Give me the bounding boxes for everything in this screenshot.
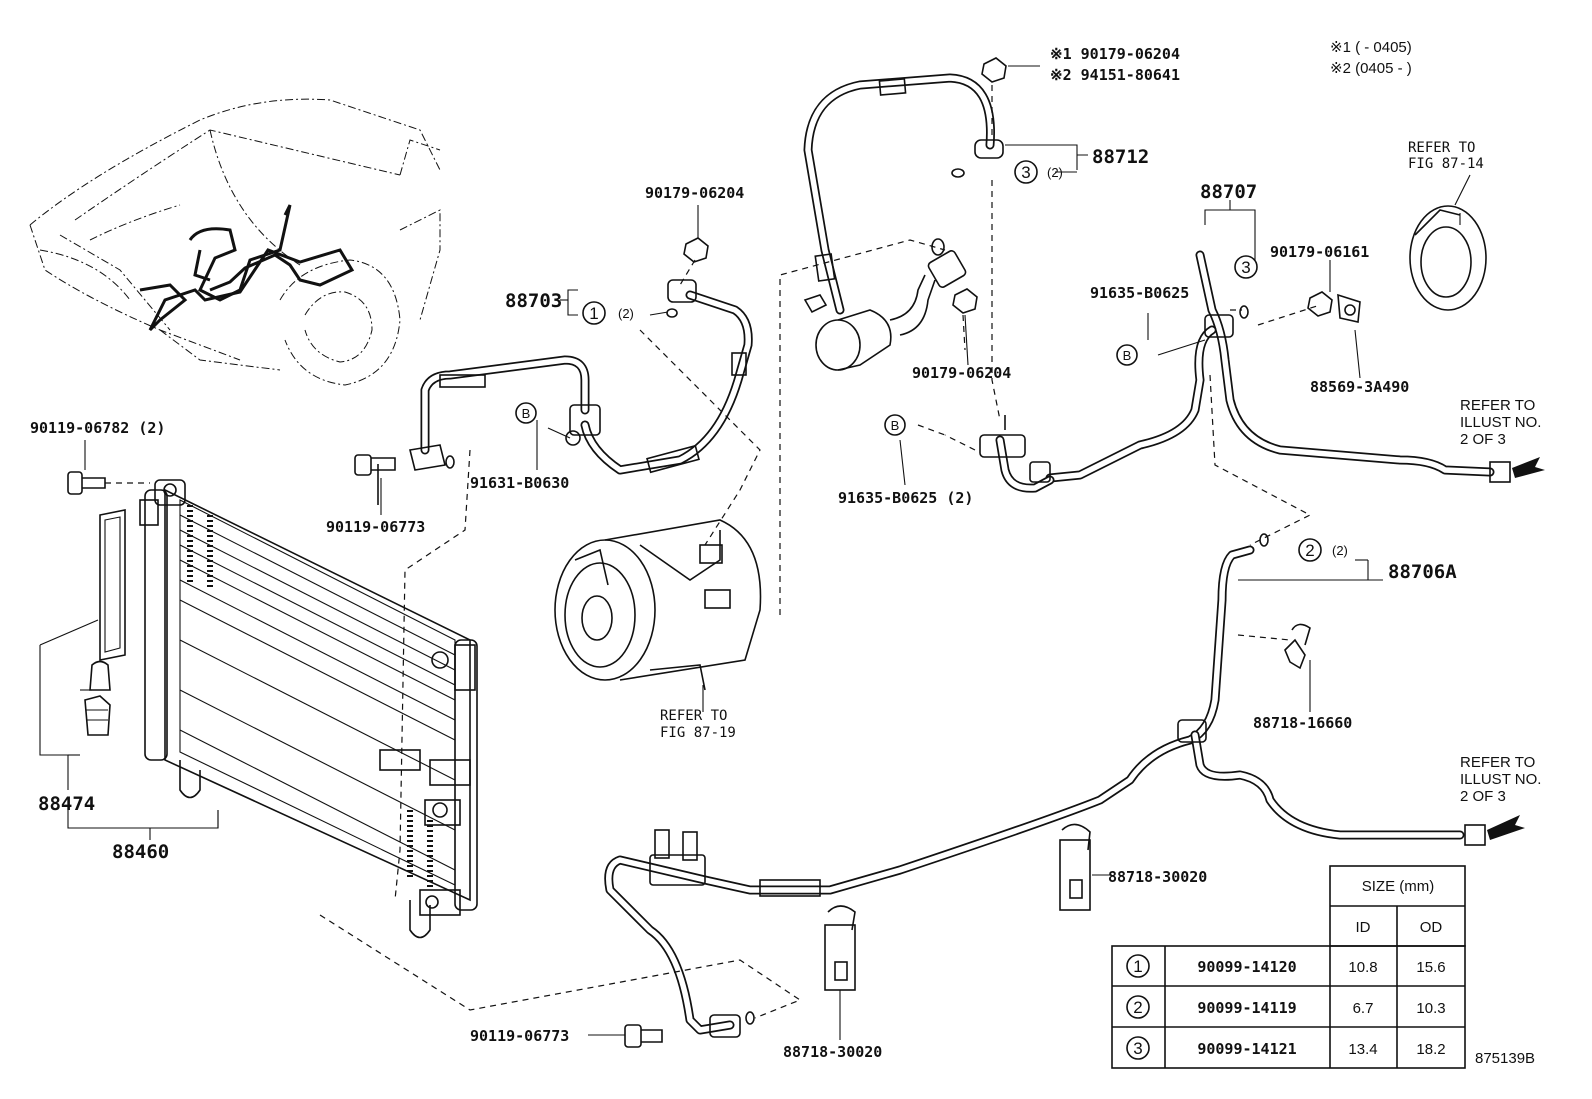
ref-illust-lower-line1: REFER TO [1460, 754, 1535, 771]
size-table-row1-id: 10.8 [1348, 959, 1377, 976]
b-marker-3: B [884, 414, 906, 436]
part-label-90119-06782[interactable]: 90119-06782 (2) [30, 419, 165, 437]
size-table-row1-key: 1 [1133, 957, 1142, 976]
part-label-88569-3a490[interactable]: 88569-3A490 [1310, 378, 1409, 396]
clamp-88718-30020-right [1059, 823, 1091, 911]
qty-callout-3: (2) [1047, 165, 1063, 180]
compressor-drawing [554, 519, 762, 691]
size-table-row3-id: 13.4 [1348, 1041, 1377, 1058]
size-table-col-id: ID [1356, 919, 1371, 936]
part-label-88718-30020-right[interactable]: 88718-30020 [1108, 868, 1207, 886]
pipe-88706a [604, 545, 1525, 1038]
part-label-91635-b0625-top[interactable]: 91635-B0625 [1090, 284, 1189, 302]
callout-circle-1-number: 1 [589, 304, 598, 323]
size-table-row2-od: 10.3 [1416, 1000, 1445, 1017]
installation-dashed-lines [319, 85, 1321, 1019]
nut-top-center [981, 57, 1007, 83]
callout-circle-1: 1 [582, 301, 606, 325]
o-ring-size-table: SIZE (mm) ID OD 1 90099-14120 10.8 15.6 … [1111, 865, 1466, 1069]
part-label-88460[interactable]: 88460 [112, 841, 169, 863]
part-label-91635-b0625-2[interactable]: 91635-B0625 (2) [838, 489, 973, 507]
ref-illust-upper-line1: REFER TO [1460, 397, 1535, 414]
callout-circle-3a: 3 [1014, 160, 1038, 184]
part-label-88712[interactable]: 88712 [1092, 146, 1149, 168]
pipe-88703 [409, 279, 753, 475]
nut-90179-06204-left [683, 237, 709, 263]
ref-fig-87-19-line1: REFER TO [660, 708, 727, 724]
bolt-90119-06782 [67, 471, 150, 495]
size-table-row3-key: 3 [1133, 1039, 1142, 1058]
qty-callout-2: (2) [1332, 543, 1348, 558]
ref-fig-87-14-line2: FIG 87-14 [1408, 156, 1484, 172]
receiver-dryer-drawing [803, 238, 967, 371]
legend-note-2: ※2 (0405 - ) [1330, 60, 1412, 77]
pipe-88712 [803, 73, 1004, 315]
callout-circle-2-number: 2 [1305, 541, 1314, 560]
pipe-front-block [979, 415, 1055, 493]
ref-fig-87-19-line2: FIG 87-19 [660, 725, 736, 741]
callout-circle-3a-number: 3 [1021, 163, 1030, 182]
size-table-row3-od: 18.2 [1416, 1041, 1445, 1058]
ref-illust-lower-line2: ILLUST NO. [1460, 771, 1541, 788]
vehicle-outline [29, 98, 441, 386]
bolt-90119-06773-bottom [624, 1024, 663, 1048]
part-label-88703[interactable]: 88703 [505, 290, 562, 312]
clamp-88718-16660 [1284, 623, 1311, 670]
bolt-90119-06773-upper [354, 454, 396, 505]
size-table-col-od: OD [1420, 919, 1443, 936]
clamp-88718-30020-bottom [824, 905, 856, 991]
callout-circle-2: 2 [1298, 538, 1322, 562]
drawing-number: 875139B [1475, 1050, 1535, 1067]
size-table-row3-part: 90099-14121 [1197, 1040, 1296, 1058]
nut-variant-2-label: ※2 94151-80641 [1050, 66, 1180, 84]
part-label-88718-30020-bottom[interactable]: 88718-30020 [783, 1043, 882, 1061]
callout-circle-3b-number: 3 [1241, 258, 1250, 277]
part-label-90119-06773-upper[interactable]: 90119-06773 [326, 518, 425, 536]
pipe-88707 [1045, 250, 1545, 483]
clutch-seal-ring [1409, 205, 1487, 311]
part-label-88706a[interactable]: 88706A [1388, 561, 1457, 583]
b-marker-1: B [515, 402, 537, 424]
size-table-row2-id: 6.7 [1353, 1000, 1374, 1017]
size-table-row1-od: 15.6 [1416, 959, 1445, 976]
legend-note-1: ※1 ( - 0405) [1330, 39, 1412, 56]
callout-circle-3b: 3 [1234, 255, 1258, 279]
leader-lines [39, 65, 1471, 1040]
b-marker-3-letter: B [891, 418, 900, 433]
condenser-drawing [139, 479, 478, 939]
part-label-90179-06204-center[interactable]: 90179-06204 [912, 364, 1011, 382]
part-label-91631-b0630[interactable]: 91631-B0630 [470, 474, 569, 492]
size-table-row2-key: 2 [1133, 998, 1142, 1017]
size-table-header: SIZE (mm) [1362, 878, 1435, 895]
ref-fig-87-14-line1: REFER TO [1408, 140, 1475, 156]
ref-illust-upper-line2: ILLUST NO. [1460, 414, 1541, 431]
ref-illust-upper-line3: 2 OF 3 [1460, 431, 1506, 448]
part-label-88707[interactable]: 88707 [1200, 181, 1257, 203]
part-label-88474[interactable]: 88474 [38, 793, 95, 815]
nut-variant-1-label: ※1 90179-06204 [1050, 45, 1180, 63]
nut-90179-06161 [1307, 291, 1333, 317]
part-label-90179-06161[interactable]: 90179-06161 [1270, 243, 1369, 261]
size-table-row2-part: 90099-14119 [1197, 999, 1296, 1017]
ref-illust-lower-line3: 2 OF 3 [1460, 788, 1506, 805]
b-marker-2: B [1116, 344, 1138, 366]
size-table-row1-part: 90099-14120 [1197, 958, 1296, 976]
condenser-seal-and-cushions [84, 509, 126, 736]
part-label-90179-06204-left[interactable]: 90179-06204 [645, 184, 744, 202]
b-marker-2-letter: B [1123, 348, 1132, 363]
b-marker-1-letter: B [522, 406, 531, 421]
part-label-90119-06773-bottom[interactable]: 90119-06773 [470, 1027, 569, 1045]
qty-callout-1: (2) [618, 306, 634, 321]
nut-90179-06204-center [952, 288, 978, 314]
clamp-88569-3a490 [1337, 293, 1361, 323]
part-label-88718-16660[interactable]: 88718-16660 [1253, 714, 1352, 732]
